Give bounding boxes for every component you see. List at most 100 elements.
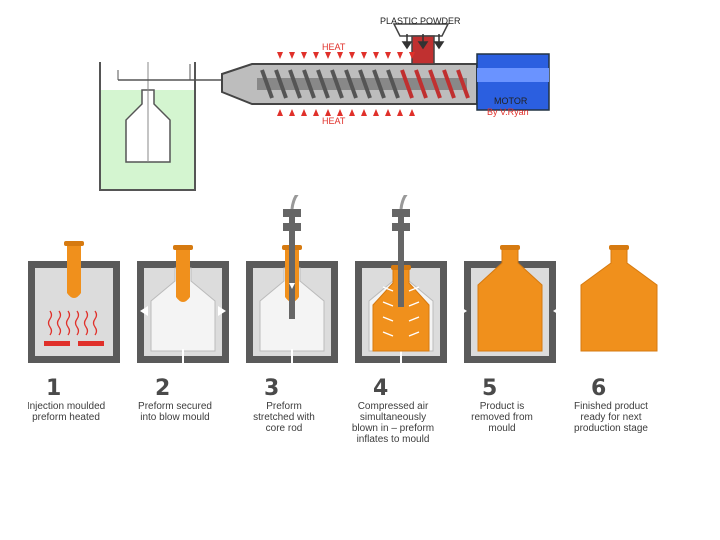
heat-arrow-top xyxy=(373,52,379,59)
down-arrow xyxy=(289,283,295,289)
side-arrow xyxy=(553,306,561,316)
heat-arrow-bottom xyxy=(385,109,391,116)
bottle xyxy=(580,248,658,352)
step-number: 6 xyxy=(591,376,606,401)
step-number: 3 xyxy=(264,376,279,401)
step-label-line: inflates to mould xyxy=(357,434,430,445)
heater xyxy=(44,341,70,346)
mould-cavity xyxy=(150,267,216,352)
step-number: 1 xyxy=(46,376,61,401)
motor xyxy=(476,53,550,111)
heat-arrow-top xyxy=(349,52,355,59)
step-label-line: mould xyxy=(488,423,515,434)
heat-arrow-bottom xyxy=(289,109,295,116)
step-label-line: stretched with xyxy=(253,412,315,423)
step-label-line: into blow mould xyxy=(140,412,209,423)
heat-arrow-top xyxy=(313,52,319,59)
heat-wave xyxy=(65,310,71,336)
step-label-line: blown in – preform xyxy=(352,423,434,434)
rod-holder xyxy=(283,209,301,217)
step-label-line: Compressed air xyxy=(358,401,429,412)
preform-neck xyxy=(64,241,84,246)
screw-thread xyxy=(400,69,414,99)
heat-arrow-bottom xyxy=(277,109,283,116)
screw-thread xyxy=(456,69,470,99)
heat-arrow-bottom xyxy=(313,109,319,116)
step-number: 4 xyxy=(373,376,388,401)
heat-arrow-top xyxy=(385,52,391,59)
screw-thread xyxy=(442,69,456,99)
preform xyxy=(176,250,190,302)
step-label-line: core rod xyxy=(266,423,303,434)
heat-wave xyxy=(92,310,98,336)
heat-arrow-bottom xyxy=(361,109,367,116)
credit-label: By V.Ryan xyxy=(487,107,529,117)
screw-thread xyxy=(358,69,372,99)
heat-arrow-bottom xyxy=(373,109,379,116)
plastic-powder-label: PLASTIC POWDER xyxy=(380,16,461,26)
screw-thread xyxy=(260,69,274,99)
heat-wave xyxy=(83,310,89,336)
heat-arrow-top xyxy=(337,52,343,59)
side-arrow xyxy=(459,306,467,316)
step-label-line: ready for next xyxy=(580,412,641,423)
air-arrow xyxy=(408,301,420,307)
bottle-neck xyxy=(609,245,629,250)
heat-arrow-bottom xyxy=(325,109,331,116)
heat-arrow-top xyxy=(277,52,283,59)
heat-arrows xyxy=(277,52,415,116)
heat-arrow-top xyxy=(325,52,331,59)
air-arrow xyxy=(408,316,420,322)
air-tube xyxy=(399,195,408,210)
injection-moulding-diagram: PLASTIC POWDER HEAT HEAT MOTOR By V.Ryan xyxy=(99,16,550,191)
injection-barrel xyxy=(117,23,478,105)
side-arrow xyxy=(140,306,148,316)
side-arrow xyxy=(218,306,226,316)
air-arrow xyxy=(382,331,394,337)
heat-wave xyxy=(74,310,80,336)
heat-arrow-bottom xyxy=(337,109,343,116)
air-tube xyxy=(290,195,299,210)
step-number: 2 xyxy=(155,376,170,401)
heat-arrow-bottom xyxy=(409,109,415,116)
air-arrow xyxy=(408,331,420,337)
mould-split-line xyxy=(400,349,402,363)
step-label-line: Preform xyxy=(266,401,302,412)
mould-split-line xyxy=(182,349,184,363)
screw-thread xyxy=(302,69,316,99)
heat-arrow-bottom xyxy=(397,109,403,116)
rod-holder xyxy=(392,209,410,217)
heat-arrow-bottom xyxy=(349,109,355,116)
powder-arrows xyxy=(401,34,445,50)
heat-top-label: HEAT xyxy=(322,42,346,52)
motor-label: MOTOR xyxy=(494,96,528,106)
step-label-line: simultaneously xyxy=(360,412,426,423)
mould-split-line xyxy=(291,349,293,363)
core-rod xyxy=(289,217,295,319)
heat-arrow-top xyxy=(361,52,367,59)
screw-thread xyxy=(372,69,386,99)
heat-wave xyxy=(47,310,53,336)
heat-arrow-top xyxy=(289,52,295,59)
bottle xyxy=(372,268,430,352)
screw-thread xyxy=(330,69,344,99)
heat-arrow-top xyxy=(301,52,307,59)
preform-neck xyxy=(173,245,193,250)
step-label-line: removed from xyxy=(471,412,533,423)
preform xyxy=(67,246,81,298)
screw-thread xyxy=(414,69,428,99)
preform-mould xyxy=(99,62,196,191)
step-label-line: Finished product xyxy=(574,401,648,412)
air-arrow xyxy=(382,301,394,307)
screw-thread xyxy=(344,69,358,99)
heat-arrow-top xyxy=(397,52,403,59)
air-arrow xyxy=(382,286,394,292)
heat-arrow-bottom xyxy=(301,109,307,116)
